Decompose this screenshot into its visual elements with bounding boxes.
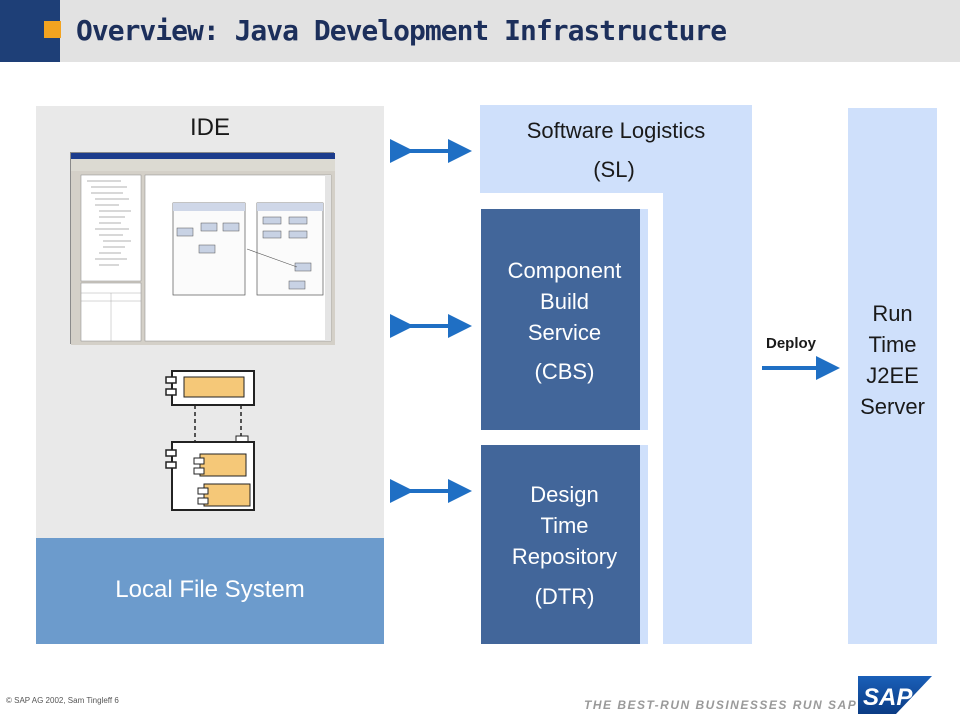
software-logistics-abbrev: (SL) [593, 157, 635, 182]
sap-tagline: THE BEST-RUN BUSINESSES RUN SAP [584, 698, 858, 712]
sap-logo-icon: SAP [858, 676, 932, 714]
local-file-system-label: Local File System [115, 576, 305, 603]
sap-logo-text: SAP [863, 684, 913, 711]
title-bar [0, 0, 960, 62]
j2ee-label-line3: J2EE [866, 363, 919, 388]
header-orange-square [44, 21, 61, 38]
copyright-text: © SAP AG 2002, Sam Tingleff 6 [6, 696, 119, 705]
cbs-label-line1: Component [507, 258, 622, 283]
cbs-box [481, 209, 648, 430]
cbs-label-abbrev: (CBS) [534, 359, 595, 384]
j2ee-server-label: Run Time J2EE Server [848, 298, 937, 422]
j2ee-label-line1: Run [872, 301, 913, 326]
j2ee-label-line2: Time [868, 332, 917, 357]
ide-label: IDE [189, 114, 230, 141]
dtr-label-line2: Time [540, 513, 589, 538]
dtr-label-line1: Design [530, 482, 599, 507]
eclipse-ide-screenshot-icon [70, 152, 335, 345]
cbs-label-line2: Build [540, 289, 589, 314]
component-diagram-icon [160, 368, 260, 513]
j2ee-label-line4: Server [860, 394, 925, 419]
deploy-label: Deploy [766, 335, 817, 352]
dtr-label-line3: Repository [511, 544, 618, 569]
cbs-label-line3: Service [527, 320, 602, 345]
page-title: Overview: Java Development Infrastructur… [76, 14, 727, 47]
dtr-box [481, 445, 648, 644]
software-logistics-title: Software Logistics [526, 118, 706, 143]
dtr-label-abbrev: (DTR) [534, 584, 595, 609]
j2ee-server-panel [848, 108, 937, 644]
local-file-system-panel [36, 538, 384, 644]
